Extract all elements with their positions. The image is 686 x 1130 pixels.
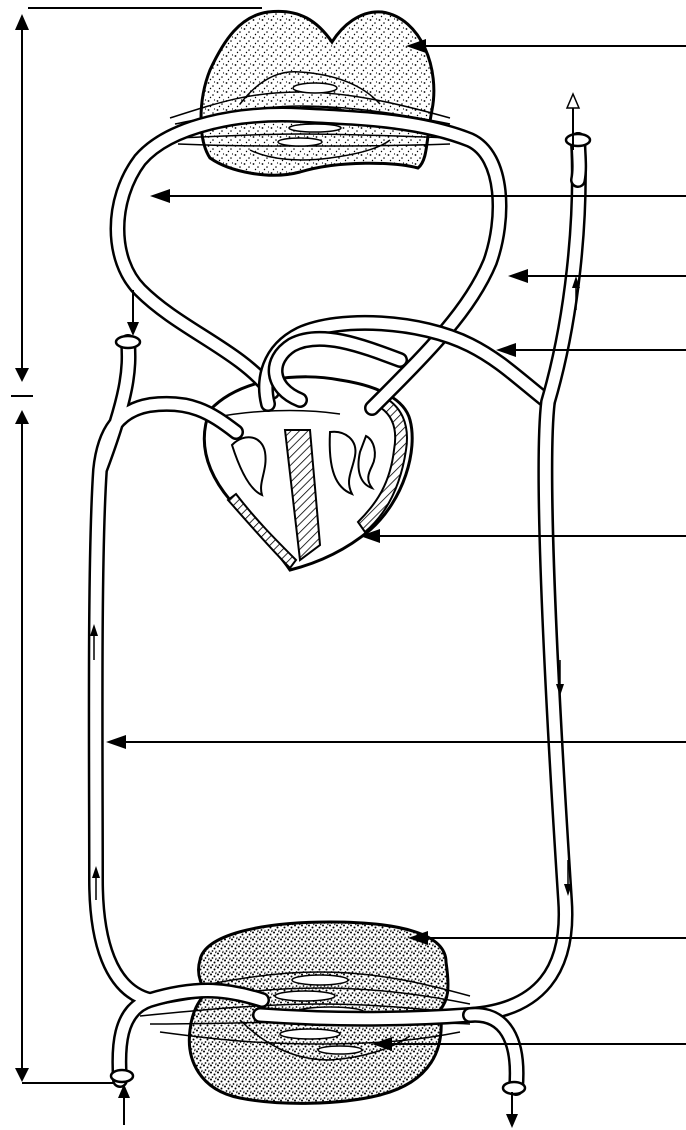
body-outflow-cap (503, 1082, 525, 1094)
leader-body-tissue (408, 931, 686, 945)
aorta-top-cap (566, 134, 590, 146)
leader-vena-cava (106, 735, 686, 749)
leader-aorta (496, 343, 686, 357)
body-inflow (118, 1084, 130, 1125)
leader-heart (360, 529, 686, 543)
body-outflow (506, 1092, 518, 1128)
aorta-lumen (260, 140, 579, 1019)
lung-capillary-bed (170, 11, 450, 175)
leader-pulmonary-vessel-left (150, 189, 686, 203)
leader-lines (106, 39, 686, 1051)
vena-cava-top-cap (116, 336, 140, 348)
aorta (260, 140, 579, 1019)
vena-cava-bottom-cap (111, 1070, 133, 1082)
pulmonary-circuit-bracket (15, 14, 29, 30)
leader-pulmonary-vein (508, 269, 686, 283)
leader-lung (406, 39, 686, 53)
